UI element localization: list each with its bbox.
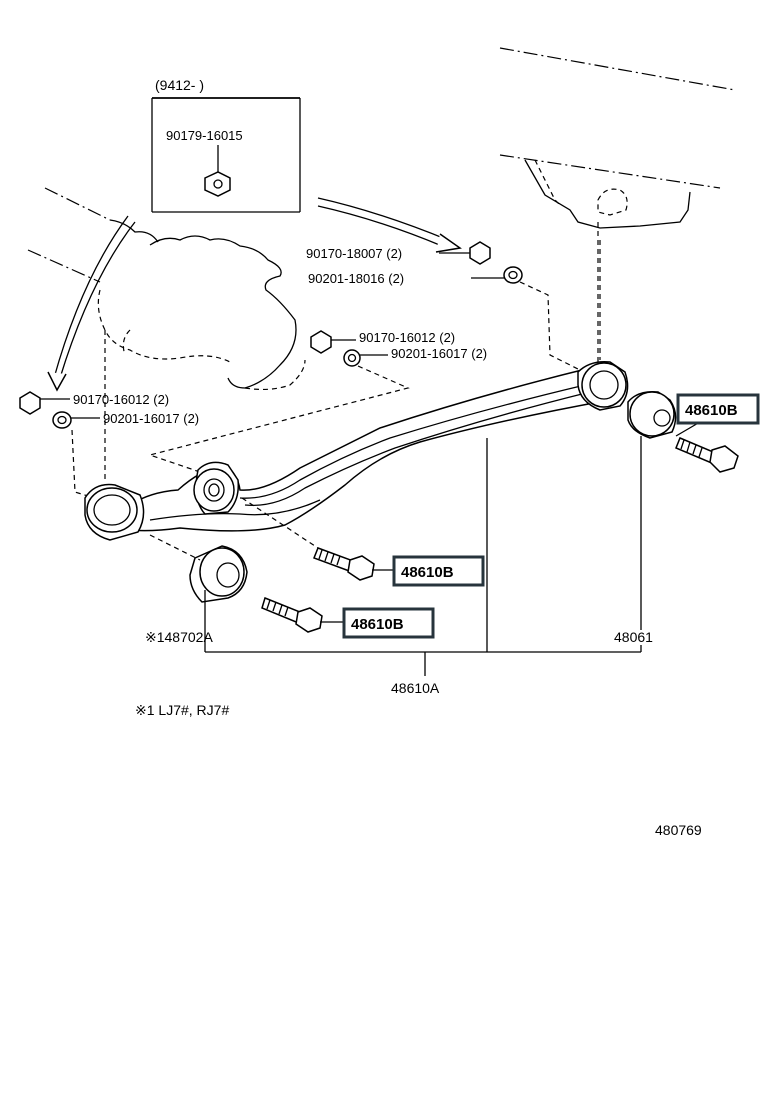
label-nut-middle[interactable]: 90170-16012 (2) bbox=[359, 330, 455, 345]
bolt-right bbox=[675, 421, 739, 473]
footnote: ※1 LJ7#, RJ7# bbox=[135, 702, 229, 718]
arm-bushing-end-left bbox=[84, 483, 145, 541]
lateral-control-arm bbox=[84, 360, 629, 541]
inset-nut-icon bbox=[204, 171, 231, 197]
diagram-id: 480769 bbox=[655, 822, 702, 838]
label-washer-upper-right[interactable]: 90201-18016 (2) bbox=[308, 271, 404, 286]
arm-bushing-end-center bbox=[193, 461, 240, 515]
washer-middle bbox=[147, 349, 410, 473]
highlight-box-lower bbox=[342, 607, 435, 639]
frame-outline bbox=[499, 47, 736, 370]
washer-upper-right bbox=[471, 266, 581, 371]
arm-bushing-end-right bbox=[577, 360, 629, 411]
assembly-leaders bbox=[205, 438, 642, 676]
nut-middle bbox=[310, 330, 356, 354]
label-bolt-center[interactable]: 48610B bbox=[401, 564, 454, 581]
bushing-right bbox=[627, 390, 677, 630]
bolt-center bbox=[241, 497, 393, 581]
nut-upper-right bbox=[439, 241, 491, 265]
label-90179-16015[interactable]: 90179-16015 bbox=[166, 128, 243, 143]
highlight-box-center bbox=[392, 555, 485, 587]
inset-date-range: (9412- ) bbox=[155, 77, 204, 93]
label-bushing-right[interactable]: 48061 bbox=[614, 629, 653, 645]
label-bushing-left[interactable]: ※148702A bbox=[145, 629, 213, 645]
highlight-box-right bbox=[676, 393, 760, 425]
inset-arrow-right bbox=[317, 197, 462, 253]
label-bolt-lower[interactable]: 48610B bbox=[351, 616, 404, 633]
label-washer-middle[interactable]: 90201-16017 (2) bbox=[391, 346, 487, 361]
inset-arrow-left bbox=[47, 215, 136, 392]
label-bolt-right[interactable]: 48610B bbox=[685, 402, 738, 419]
bolt-lower bbox=[261, 596, 343, 633]
label-washer-left[interactable]: 90201-16017 (2) bbox=[103, 411, 199, 426]
label-arm-assembly[interactable]: 48610A bbox=[391, 680, 440, 696]
bushing-lower-left bbox=[149, 534, 248, 652]
label-nut-upper-right[interactable]: 90170-18007 (2) bbox=[306, 246, 402, 261]
inset-box bbox=[151, 97, 301, 213]
axle-housing bbox=[27, 187, 306, 480]
label-nut-left[interactable]: 90170-16012 (2) bbox=[73, 392, 169, 407]
nut-left bbox=[19, 391, 70, 415]
washer-left bbox=[52, 411, 100, 497]
